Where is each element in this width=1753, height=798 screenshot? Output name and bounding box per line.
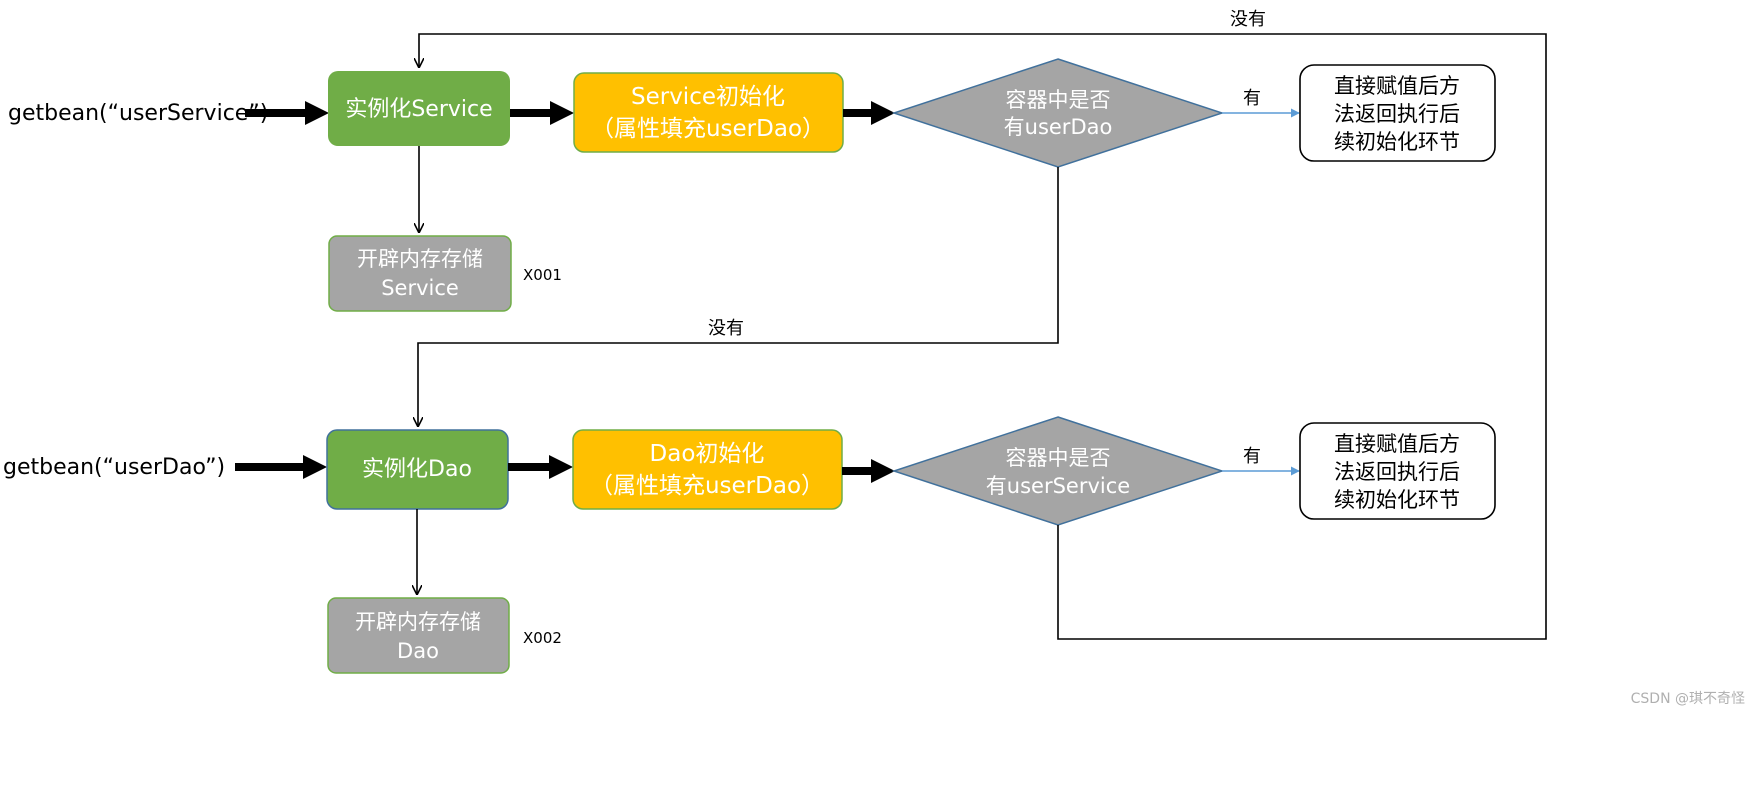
result-2-line2: 法返回执行后: [1334, 460, 1460, 484]
memory-box-dao: 开辟内存存储 Dao: [327, 597, 510, 674]
decision-has-userservice: 容器中是否 有userService: [891, 416, 1225, 526]
no-path-decision1-to-instantiate-dao: [418, 167, 1059, 426]
memory-dao-line2: Dao: [397, 639, 439, 663]
thick-arrow-call-to-instantiate-service: [245, 101, 329, 125]
result-1-line1: 直接赋值后方: [1334, 74, 1460, 98]
getbean-userdao-label: getbean(“userDao”): [3, 455, 225, 480]
address-x001: X001: [523, 266, 562, 284]
service-init-line1: Service初始化: [631, 84, 785, 110]
service-init-line2: （属性填充userDao）: [591, 116, 825, 142]
dao-init-line2: （属性填充userDao）: [590, 473, 824, 499]
no-label-1: 没有: [708, 318, 744, 339]
thick-arrow-instantiate-to-init-service: [510, 101, 574, 125]
memory-box-service: 开辟内存存储 Service: [328, 235, 512, 312]
no-label-2: 没有: [1230, 9, 1266, 30]
yes-label-1: 有: [1243, 88, 1261, 109]
instantiate-dao-box: 实例化Dao: [326, 429, 509, 510]
instantiate-service-box: 实例化Service: [328, 71, 510, 146]
decision-2-line2: 有userService: [986, 474, 1130, 498]
result-1-line2: 法返回执行后: [1334, 102, 1460, 126]
no-path-decision2-to-instantiate-service: [419, 33, 1547, 640]
thick-arrow-init-to-decision-2: [842, 459, 895, 483]
decision-has-userdao: 容器中是否 有userDao: [891, 58, 1225, 168]
result-box-1: 直接赋值后方 法返回执行后 续初始化环节: [1299, 64, 1496, 162]
dao-init-line1: Dao初始化: [650, 441, 765, 467]
result-box-2: 直接赋值后方 法返回执行后 续初始化环节: [1299, 422, 1496, 520]
yes-label-2: 有: [1243, 446, 1261, 467]
decision-1-line1: 容器中是否: [1006, 88, 1111, 112]
getbean-userservice-label: getbean(“userService”): [8, 101, 268, 126]
result-1-line3: 续初始化环节: [1334, 130, 1460, 154]
thick-arrow-call-to-instantiate-dao: [235, 455, 327, 479]
service-init-box: Service初始化 （属性填充userDao）: [573, 72, 844, 153]
memory-service-line1: 开辟内存存储: [357, 247, 483, 271]
watermark: CSDN @琪不奇怪: [1631, 690, 1745, 707]
thick-arrow-instantiate-to-init-dao: [508, 455, 573, 479]
decision-1-line2: 有userDao: [1004, 115, 1113, 139]
instantiate-dao-label: 实例化Dao: [362, 457, 472, 482]
dao-init-box: Dao初始化 （属性填充userDao）: [572, 429, 843, 510]
thick-arrow-init-to-decision-1: [843, 101, 895, 125]
decision-2-line1: 容器中是否: [1006, 446, 1111, 470]
result-2-line3: 续初始化环节: [1334, 488, 1460, 512]
memory-service-line2: Service: [381, 276, 459, 300]
instantiate-service-label: 实例化Service: [345, 97, 492, 122]
memory-dao-line1: 开辟内存存储: [355, 610, 481, 634]
result-2-line1: 直接赋值后方: [1334, 432, 1460, 456]
address-x002: X002: [523, 629, 562, 647]
